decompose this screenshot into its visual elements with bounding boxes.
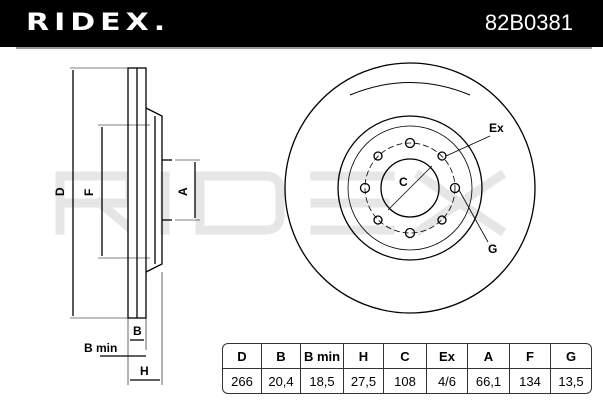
col-header: B: [262, 344, 301, 369]
col-header: H: [344, 344, 384, 369]
side-view: [70, 67, 200, 385]
front-view: [284, 62, 536, 314]
part-number: 82B0381: [484, 10, 573, 35]
header-bar: RIDEX. 82B0381: [0, 0, 603, 47]
col-header: A: [468, 344, 510, 369]
watermark: [55, 169, 507, 237]
header-divider: [16, 47, 592, 49]
cell: 108: [384, 369, 427, 393]
label-C: C: [399, 175, 408, 189]
cell: 4/6: [427, 369, 468, 393]
label-F: F: [82, 189, 96, 196]
col-header: G: [551, 344, 591, 369]
table-header-row: D B B min H C Ex A F G: [223, 344, 591, 369]
label-H: H: [140, 364, 149, 378]
cell: 66,1: [468, 369, 510, 393]
col-header: D: [223, 344, 262, 369]
label-D: D: [53, 187, 67, 196]
col-header: C: [384, 344, 427, 369]
cell: 13,5: [558, 373, 584, 389]
cell: 27,5: [344, 369, 384, 393]
label-A: A: [176, 187, 190, 196]
label-Ex: Ex: [489, 121, 504, 135]
dimensions-table: D B B min H C Ex A F G 266 20,4 18,5 27,…: [222, 343, 592, 394]
col-header: Ex: [427, 344, 468, 369]
label-B: B: [133, 324, 142, 338]
cell: 266: [223, 369, 262, 393]
label-G: G: [488, 242, 497, 256]
col-header: B min: [301, 344, 344, 369]
brand-logo: RIDEX.: [26, 8, 171, 36]
cell: 134: [510, 369, 551, 393]
label-B-min: B min: [84, 341, 117, 355]
cell: 18,5: [301, 369, 344, 393]
cell: 20,4: [262, 369, 301, 393]
col-header: F: [510, 344, 551, 369]
table-row: 266 20,4 18,5 27,5 108 4/6 66,1 134 13,5: [223, 369, 591, 393]
